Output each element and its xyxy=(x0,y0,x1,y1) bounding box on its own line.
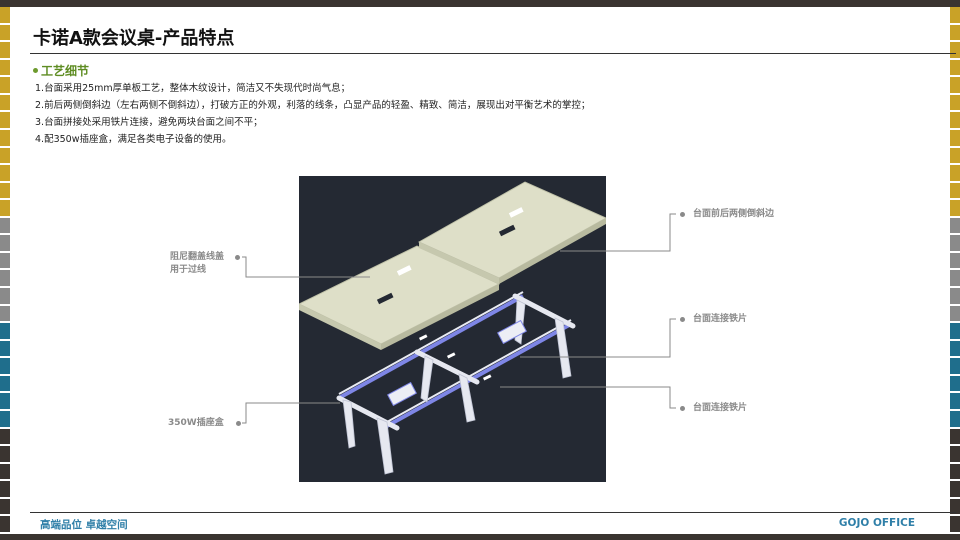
callout-connector-plate: 台面连接铁片 xyxy=(693,314,748,324)
footer-brand: GOJO OFFICE xyxy=(838,517,915,529)
feature-item: 1.台面采用25mm厚单板工艺，整体木纹设计，简洁又不失现代时尚气息； xyxy=(35,83,351,94)
callout-cable-cover: 阻尼翻盖线盖 用于过线 xyxy=(170,251,224,277)
section-label: 工艺细节 xyxy=(41,64,90,78)
feature-item: 2.前后两侧倒斜边（左右两侧不倒斜边），打破方正的外观，利落的线条，凸显产品的轻… xyxy=(35,100,591,111)
bottom-border xyxy=(0,534,960,540)
callout-socket-box: 350W插座盒 xyxy=(168,418,224,428)
section-heading: 工艺细节 xyxy=(33,62,89,79)
callout-dot-icon xyxy=(235,255,240,260)
callout-cable-cover-line2: 用于过线 xyxy=(170,265,207,275)
left-color-strip xyxy=(0,7,10,534)
footer-slogan: 高端品位 卓越空间 xyxy=(40,519,128,531)
feature-item: 4.配350w插座盒，满足各类电子设备的使用。 xyxy=(35,134,232,145)
callout-dot-icon xyxy=(236,421,241,426)
feature-list: 1.台面采用25mm厚单板工艺，整体木纹设计，简洁又不失现代时尚气息； 2.前后… xyxy=(35,80,590,148)
callout-cable-cover-line1: 阻尼翻盖线盖 xyxy=(170,252,225,262)
page-title: 卡诺A款会议桌-产品特点 xyxy=(33,28,235,49)
footer-divider xyxy=(30,512,956,513)
product-drawing xyxy=(299,176,606,482)
callout-connector-plate-2: 台面连接铁片 xyxy=(693,403,748,413)
top-border xyxy=(0,0,960,7)
callout-dot-icon xyxy=(680,212,685,217)
right-color-strip xyxy=(950,7,960,534)
callout-dot-icon xyxy=(680,406,685,411)
callout-bevel-edge: 台面前后两侧倒斜边 xyxy=(693,209,775,219)
bullet-dot-icon xyxy=(33,68,38,73)
title-divider xyxy=(30,53,956,54)
feature-item: 3.台面拼接处采用铁片连接，避免两块台面之间不平； xyxy=(35,117,263,128)
callout-dot-icon xyxy=(680,317,685,322)
